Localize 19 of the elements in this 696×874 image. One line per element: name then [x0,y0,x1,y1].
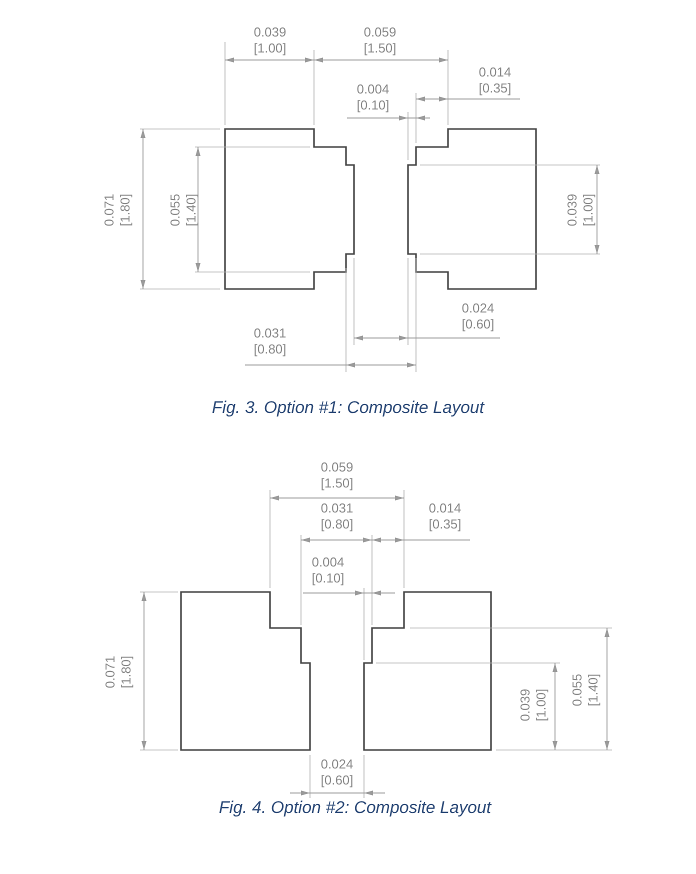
dimension-text: 0.059 [1.50] [320,459,354,491]
dimension-text: 0.004 [0.10] [356,81,390,113]
dimension-text: 0.071 [1.80] [101,192,133,228]
dimension-text: 0.024 [0.60] [320,756,354,788]
dimension-text: 0.039 [1.00] [564,192,596,228]
dimension-text: 0.055 [1.40] [167,192,199,228]
dimension-text: 0.055 [1.40] [569,672,601,708]
dimension-text: 0.014 [0.35] [428,500,462,532]
dimension-text: 0.014 [0.35] [478,64,512,96]
dimension-text: 0.071 [1.80] [102,654,134,690]
dimension-text: 0.059 [1.50] [362,24,398,56]
dimension-text: 0.004 [0.10] [310,554,346,586]
dimension-text: 0.031 [0.80] [320,500,354,532]
dimension-text: 0.039 [1.00] [517,688,549,724]
figure-caption: Fig. 4. Option #2: Composite Layout [218,798,492,818]
dimension-text: 0.024 [0.60] [460,300,496,332]
figure-caption: Fig. 3. Option #1: Composite Layout [212,398,484,418]
dimension-text: 0.039 [1.00] [252,24,288,56]
dimension-text: 0.031 [0.80] [252,325,288,357]
